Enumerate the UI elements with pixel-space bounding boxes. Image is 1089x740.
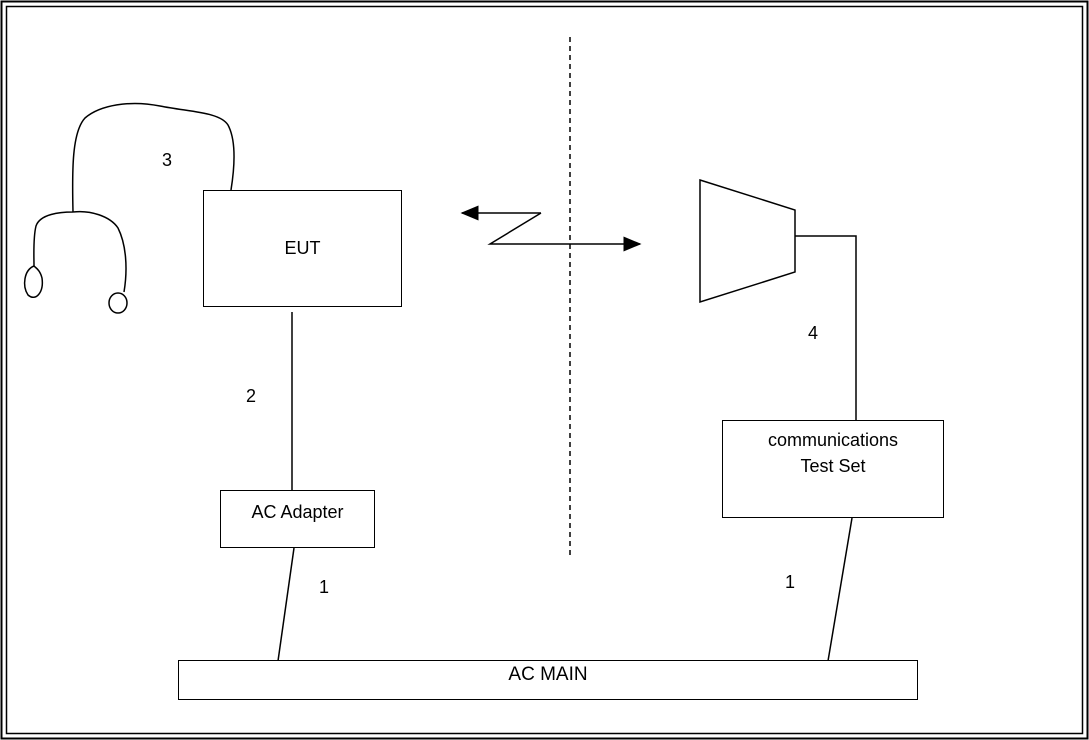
left-earcup-icon [25,266,43,297]
inner-frame [7,7,1083,734]
ac-main-label: AC MAIN [178,664,918,686]
headset-icon [34,212,126,292]
cable-label-2: 2 [246,385,256,407]
antenna-icon [700,180,795,302]
communications-test-set-box: communications Test Set [722,420,944,518]
eut-label: EUT [204,237,401,259]
cable-label-1-left: 1 [319,576,329,598]
cable-antenna-to-testset [795,236,856,420]
ac-adapter-label: AC Adapter [221,501,374,523]
eut-box: EUT [203,190,402,307]
wireless-link-arrow-right [490,213,640,244]
cable-adapter-to-main [278,548,294,661]
test-set-label-line1: communications [723,429,943,451]
cable-testset-to-main [828,518,852,661]
cable-label-3: 3 [162,149,172,171]
ac-adapter-box: AC Adapter [220,490,375,548]
test-set-label-line2: Test Set [723,455,943,477]
cable-label-4: 4 [808,322,818,344]
right-earcup-icon [109,293,127,313]
cable-label-1-right: 1 [785,571,795,593]
